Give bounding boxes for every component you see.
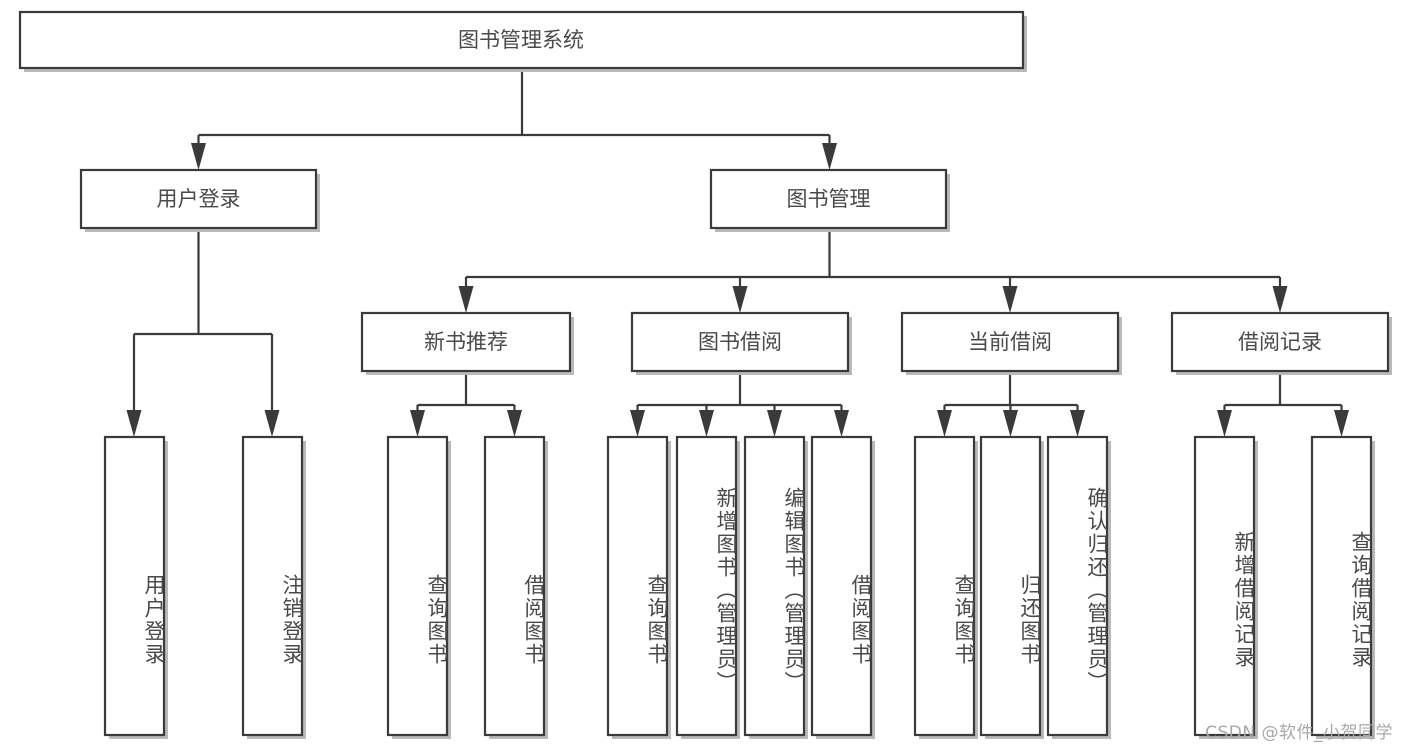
node-current-borrow[interactable]: 当前借阅 xyxy=(900,311,1122,375)
leaf-rect-bb-2[interactable] xyxy=(675,435,738,737)
node-borrow-record-label: 借阅记录 xyxy=(1238,330,1322,354)
arrow-head-new-book xyxy=(458,286,474,313)
leaf-rect-cb-3[interactable] xyxy=(1046,435,1109,737)
connector-group-book-manage xyxy=(458,232,1288,313)
leaf-boxes-new-book xyxy=(386,435,548,739)
leaf-boxes-user-login xyxy=(103,435,306,739)
arrow-head-bb-leaf-1 xyxy=(630,410,645,437)
connector-group-current-borrow xyxy=(937,375,1085,437)
arrow-head-br-leaf-2 xyxy=(1334,410,1349,437)
arrow-head-bb-leaf-4 xyxy=(834,410,849,437)
node-user-login-label: 用户登录 xyxy=(157,187,241,211)
leaf-boxes-current-borrow xyxy=(913,435,1111,739)
node-book-manage-label: 图书管理 xyxy=(787,187,871,211)
leaf-rect-nb-1[interactable] xyxy=(386,435,449,737)
leaf-rect-bb-4[interactable] xyxy=(810,435,873,737)
leaf-rect-bb-1[interactable] xyxy=(606,435,669,737)
node-root-rect[interactable] xyxy=(18,10,1025,70)
leaf-rect-ul-2[interactable] xyxy=(241,435,304,737)
leaf-rect-br-1[interactable] xyxy=(1193,435,1256,737)
node-user-login[interactable]: 用户登录 xyxy=(79,168,320,232)
leaf-rect-br-2[interactable] xyxy=(1310,435,1373,737)
node-book-manage[interactable]: 图书管理 xyxy=(709,168,950,232)
arrow-head-borrow-record xyxy=(1272,286,1288,313)
arrow-head-cb-leaf-1 xyxy=(937,410,952,437)
node-new-book-recommend-label: 新书推荐 xyxy=(424,330,508,354)
leaf-rect-cb-2[interactable] xyxy=(979,435,1042,737)
arrow-head-leaf-user-login xyxy=(126,410,142,437)
arrow-head-book-borrow xyxy=(732,286,748,313)
node-book-manage-rect[interactable] xyxy=(709,168,948,230)
arrow-head-bb-leaf-3 xyxy=(767,410,782,437)
node-book-borrow[interactable]: 图书借阅 xyxy=(630,311,852,375)
arrow-head-bb-leaf-2 xyxy=(699,410,714,437)
connector-group-borrow-record xyxy=(1217,375,1349,437)
arrow-head-user-login xyxy=(191,143,206,170)
arrow-head-nb-leaf-1 xyxy=(410,410,425,437)
node-new-book-recommend-rect[interactable] xyxy=(360,311,572,373)
leaf-rect-bb-3[interactable] xyxy=(743,435,806,737)
arrow-head-cb-leaf-2 xyxy=(1003,410,1018,437)
node-borrow-record[interactable]: 借阅记录 xyxy=(1170,311,1392,375)
leaf-boxes-borrow-record xyxy=(1193,435,1375,739)
node-root[interactable]: 图书管理系统 xyxy=(18,10,1027,72)
node-new-book-recommend[interactable]: 新书推荐 xyxy=(360,311,574,375)
arrow-head-leaf-logout xyxy=(264,410,280,437)
node-borrow-record-rect[interactable] xyxy=(1170,311,1390,373)
arrow-head-cb-leaf-3 xyxy=(1070,410,1085,437)
node-book-borrow-label: 图书借阅 xyxy=(698,330,782,354)
node-book-borrow-rect[interactable] xyxy=(630,311,850,373)
node-current-borrow-rect[interactable] xyxy=(900,311,1120,373)
csdn-watermark: CSDN @软件_小贺同学 xyxy=(1205,723,1393,743)
leaf-boxes-book-borrow xyxy=(606,435,875,739)
connector-group-user-login xyxy=(126,232,280,437)
leaf-rect-cb-1[interactable] xyxy=(913,435,976,737)
arrow-head-current-borrow xyxy=(1002,286,1018,313)
leaf-rect-nb-2[interactable] xyxy=(483,435,546,737)
arrow-head-nb-leaf-2 xyxy=(507,410,522,437)
arrow-head-book-manage xyxy=(822,143,837,170)
node-user-login-rect[interactable] xyxy=(79,168,318,230)
connector-group-book-borrow xyxy=(630,375,849,437)
arrow-head-br-leaf-1 xyxy=(1217,410,1232,437)
leaf-rect-ul-1[interactable] xyxy=(103,435,166,737)
connector-group-new-book xyxy=(410,375,522,437)
node-current-borrow-label: 当前借阅 xyxy=(968,330,1052,354)
connector-group-root xyxy=(191,68,837,170)
node-root-label: 图书管理系统 xyxy=(458,28,584,52)
